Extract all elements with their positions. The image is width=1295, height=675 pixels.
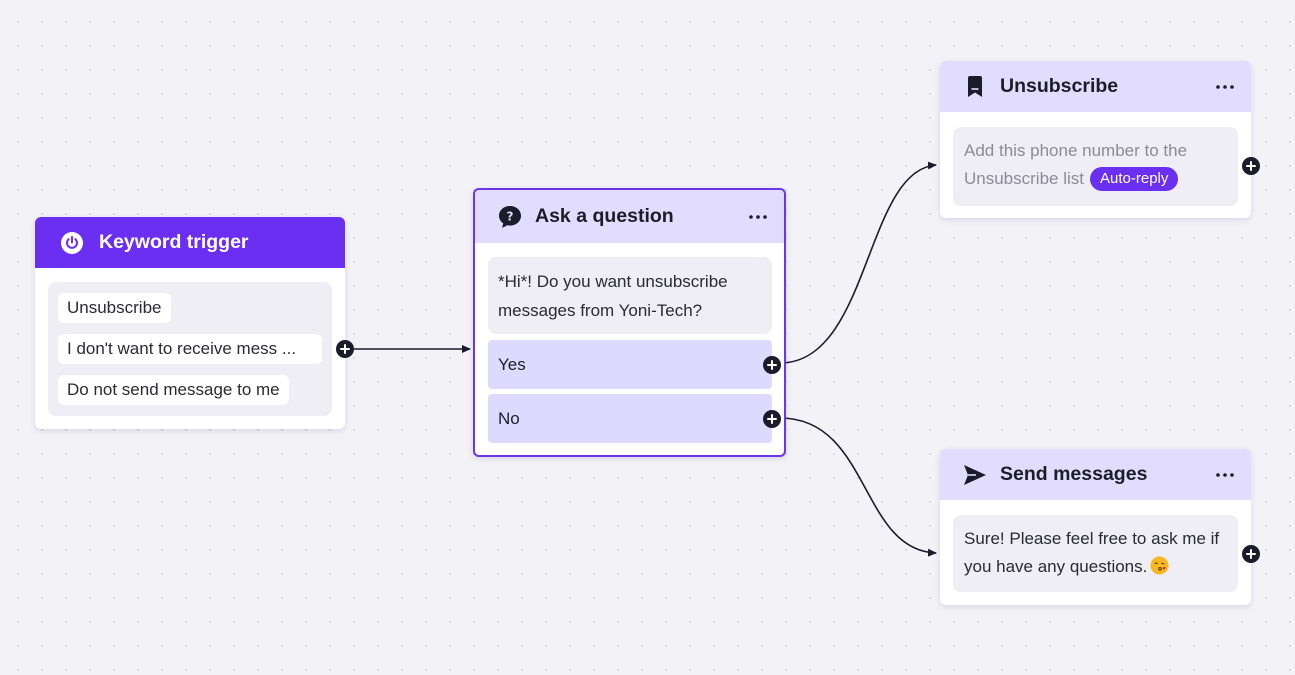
add-connection-button[interactable] [1242, 157, 1260, 175]
plus-icon [767, 360, 777, 370]
node-title: Ask a question [535, 205, 674, 227]
more-options-icon[interactable] [746, 207, 770, 227]
ask-question-node[interactable]: ? Ask a question *Hi*! Do you want unsub… [473, 188, 786, 457]
plus-icon [340, 344, 350, 354]
more-options-icon[interactable] [1213, 77, 1237, 97]
message-text-box: Sure! Please feel free to ask me if you … [953, 515, 1238, 592]
edge-no-to-send [779, 417, 937, 557]
add-connection-button[interactable] [336, 340, 354, 358]
more-options-icon[interactable] [1213, 465, 1237, 485]
answer-option-no[interactable]: No [488, 394, 772, 443]
edge-yes-to-unsubscribe [779, 161, 937, 364]
add-connection-button[interactable] [1242, 545, 1260, 563]
send-messages-node[interactable]: Send messages Sure! Please feel free to … [940, 449, 1260, 605]
question-bubble-icon: ? [497, 204, 523, 230]
node-title: Unsubscribe [1000, 75, 1119, 97]
plus-icon [1246, 161, 1256, 171]
power-icon [59, 230, 85, 256]
ask-question-header[interactable]: ? Ask a question [475, 190, 784, 243]
keyword-chip[interactable]: Unsubscribe [58, 293, 171, 323]
unsubscribe-description: Add this phone number to the Unsubscribe… [953, 127, 1238, 206]
unsubscribe-node[interactable]: Unsubscribe Add this phone number to the… [940, 61, 1260, 218]
unsubscribe-header[interactable]: Unsubscribe [940, 61, 1251, 112]
answer-option-yes[interactable]: Yes [488, 340, 772, 389]
plus-icon [1246, 549, 1256, 559]
keyword-chip[interactable]: Do not send message to me [58, 375, 289, 405]
send-icon [962, 462, 988, 488]
message-text: Sure! Please feel free to ask me if you … [964, 529, 1220, 576]
question-text: *Hi*! Do you want unsubscribe messages f… [488, 257, 772, 334]
keyword-trigger-header[interactable]: Keyword trigger [35, 217, 345, 268]
node-title: Keyword trigger [99, 231, 249, 253]
keyword-list: Unsubscribe I don't want to receive mess… [48, 282, 332, 416]
keyword-chip[interactable]: I don't want to receive mess ... [58, 334, 322, 364]
kissing-face-emoji-icon [1150, 556, 1169, 575]
auto-reply-badge: Auto-reply [1090, 167, 1179, 191]
add-connection-button[interactable] [763, 356, 781, 374]
bookmark-icon [962, 74, 988, 100]
add-connection-button[interactable] [763, 410, 781, 428]
keyword-trigger-node[interactable]: Keyword trigger Unsubscribe I don't want… [35, 217, 354, 429]
unsubscribe-text: Add this phone number to the Unsubscribe… [964, 141, 1188, 188]
svg-text:?: ? [507, 209, 514, 223]
node-title: Send messages [1000, 463, 1148, 485]
plus-icon [767, 414, 777, 424]
send-messages-header[interactable]: Send messages [940, 449, 1251, 500]
